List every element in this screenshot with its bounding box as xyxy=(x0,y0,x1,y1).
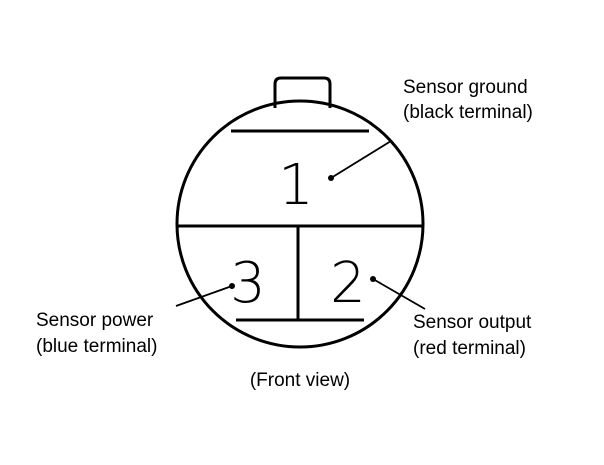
connector-body xyxy=(175,99,425,349)
terminal-1-number: 1 xyxy=(278,153,314,218)
power-label-detail: (blue terminal) xyxy=(36,336,157,357)
terminal-2-number: 2 xyxy=(330,251,366,316)
output-leader-dot xyxy=(370,276,376,282)
ground-label-detail: (black terminal) xyxy=(403,102,533,123)
connector-key-tab xyxy=(273,76,332,108)
power-leader-line xyxy=(175,285,233,307)
ground-leader-line xyxy=(330,140,392,179)
ground-leader-dot xyxy=(328,175,334,181)
output-leader-line xyxy=(372,278,426,310)
power-label: Sensor power xyxy=(36,310,154,331)
terminal-3-number: 3 xyxy=(230,251,266,316)
output-label: Sensor output xyxy=(413,312,532,333)
view-caption: (Front view) xyxy=(250,370,350,391)
output-label-detail: (red terminal) xyxy=(413,338,526,359)
ground-label: Sensor ground xyxy=(403,77,528,98)
power-leader-dot xyxy=(229,283,235,289)
